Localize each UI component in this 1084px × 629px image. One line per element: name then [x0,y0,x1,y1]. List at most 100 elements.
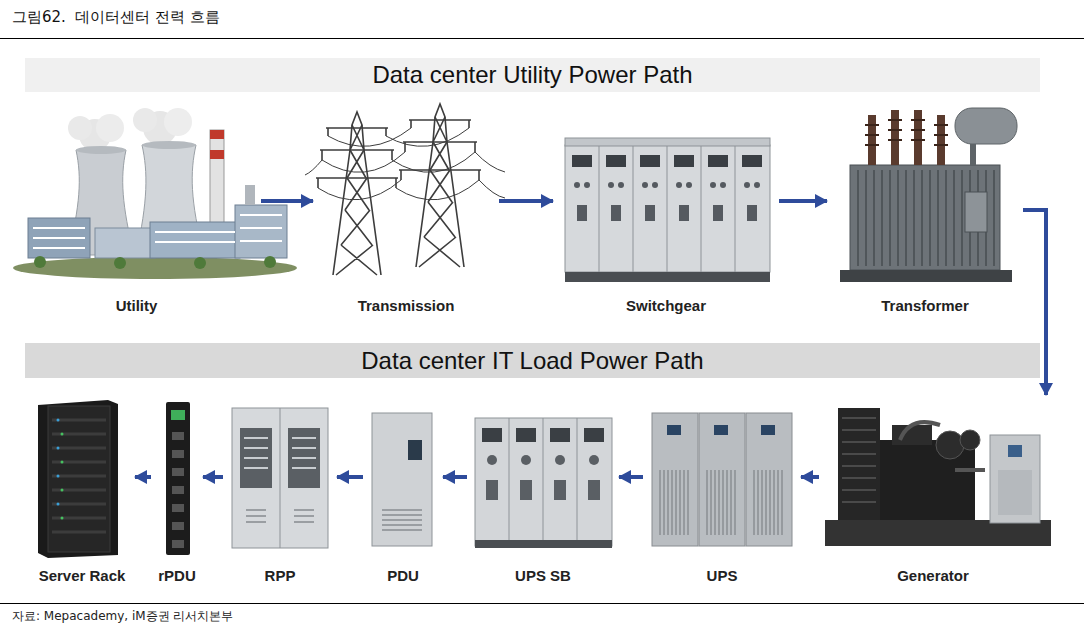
rack-pdu [172,522,184,530]
power-plant [245,185,255,205]
equipment-node: Switchgear [556,100,776,318]
power-plant [13,108,297,279]
switchgear [574,182,580,188]
power-plant [96,114,124,142]
ups-switchboard [589,455,599,465]
ups-switchboard [588,480,600,500]
rack-pdu [166,402,190,555]
switchgear [608,182,614,188]
power-plant [164,108,192,136]
power-plant [150,222,240,258]
ups-cabinet [667,425,681,435]
band-title: Data center Utility Power Path [372,61,692,89]
flow-arrow [779,199,827,203]
ups-cabinet [660,470,782,535]
power-plant [33,215,282,248]
switchgear [645,205,655,221]
equipment-node: Transmission [316,100,496,318]
server-rack [48,406,110,552]
server-rack [61,433,64,436]
server-rack [61,517,64,520]
power-plant [194,257,206,269]
ups-cabinet [746,413,792,546]
equipment-node: Transformer [830,100,1020,318]
server-rack [57,475,60,478]
server-rack [61,461,64,464]
rule-line [0,603,1084,604]
switchgear [674,155,694,167]
ups-switchboard [550,428,570,442]
transformer [840,270,1012,282]
rack-pdu [172,450,184,458]
switchgear [676,182,682,188]
transmission-tower [305,152,505,198]
rack-pdu [171,410,185,420]
rpp-cabinet [280,408,281,548]
transformer [865,120,948,145]
power-plant [133,108,157,132]
section-band: Data center IT Load Power Path [25,343,1040,378]
equipment-label: Switchgear [536,297,796,314]
ups-switchboard [475,418,612,546]
switchgear [577,205,587,221]
pdu-cabinet [372,413,432,546]
switchgear [565,272,770,282]
equipment-node: RPP [226,398,334,588]
switchgear [572,155,592,167]
flow-arrow [203,475,223,479]
switchgear [574,182,760,221]
rpp-cabinet [246,510,314,522]
equipment-label: rPDU [134,567,220,584]
ups-switchboard [475,540,612,548]
generator [825,408,1051,546]
transformer [891,110,899,165]
equipment-node: UPS [646,398,798,588]
equipment-label: Server Rack [12,567,152,584]
switchgear [640,155,660,167]
power-plant [210,150,224,159]
ups-cabinet [761,425,775,435]
equipment-node: rPDU [154,398,200,588]
transformer [970,144,976,165]
switchgear [642,182,648,188]
rack-pdu [172,468,184,476]
switchgear [754,182,760,188]
pdu-cabinet [408,440,422,460]
switchgear [611,205,621,221]
ups-cabinet [707,470,735,535]
transformer [937,115,945,165]
power-plant [210,130,224,139]
ups-cabinet [652,413,698,546]
power-plant [76,146,126,154]
rpp-cabinet [232,408,328,548]
equipment-node: Server Rack [32,398,132,588]
equipment-node: Generator [822,398,1044,588]
flow-arrow [337,475,363,479]
rack-pdu [166,402,190,555]
ups-cabinet [660,470,688,535]
server-rack [38,400,118,558]
equipment-node: Utility [15,100,258,318]
switchgear [744,182,750,188]
rpp-cabinet [244,438,316,468]
section-band: Data center Utility Power Path [25,58,1040,92]
transmission-tower [318,128,479,200]
figure-title: 그림62. 데이터센터 전력 흐름 [12,8,220,27]
equipment-node: UPS SB [470,398,616,588]
equipment-label: Transmission [296,297,516,314]
server-rack [61,433,64,520]
transformer [868,115,876,165]
power-plant [95,228,155,258]
equipment-label: PDU [346,567,460,584]
generator [990,435,1040,523]
ups-switchboard [509,418,577,546]
flow-arrow [1023,210,1046,395]
server-rack [57,447,60,450]
generator [892,425,932,445]
switchgear [606,155,626,167]
power-plant [13,257,297,279]
switchgear [565,145,770,272]
